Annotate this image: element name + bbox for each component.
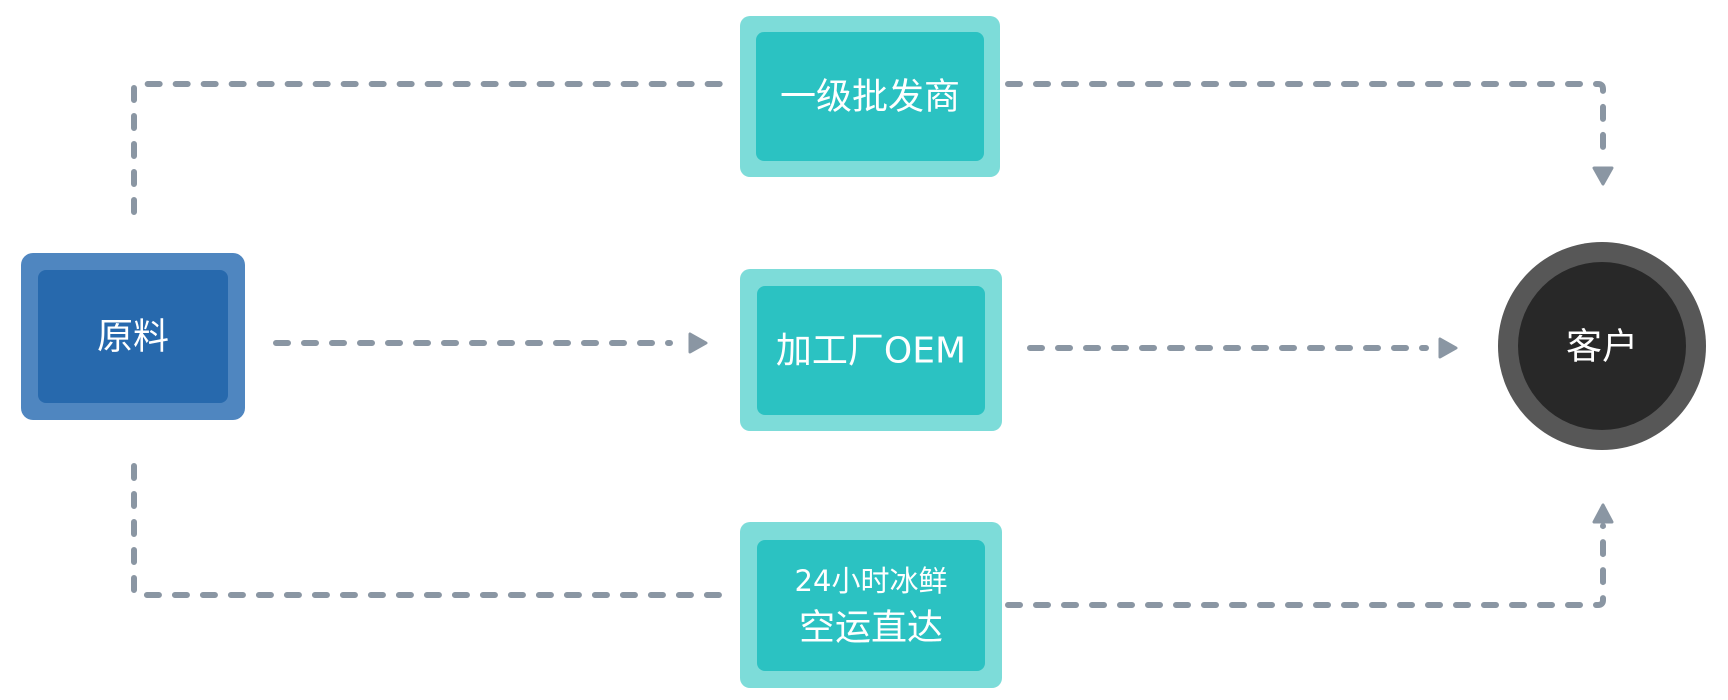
arrowhead-up-icon xyxy=(1592,503,1614,524)
node-wholesaler-inner xyxy=(756,32,984,161)
node-air-freight-label-line2: 空运直达 xyxy=(799,608,943,649)
node-customer-inner xyxy=(1518,262,1686,430)
node-air-freight-label-line1: 24小时冰鲜 xyxy=(795,564,948,598)
node-customer-label: 客户 xyxy=(1566,327,1638,368)
node-factory-label: 加工厂OEM xyxy=(776,331,966,372)
arrowhead-down-icon xyxy=(1592,166,1614,186)
connector-raw-to-air-freight xyxy=(131,463,731,598)
node-raw-material-inner xyxy=(38,270,228,403)
connector-raw-to-wholesaler xyxy=(131,81,723,215)
node-customer: 客户 xyxy=(1498,242,1706,450)
node-wholesaler-label: 一级批发商 xyxy=(780,77,960,118)
node-air-freight-inner xyxy=(757,540,985,671)
node-raw-material-label: 原料 xyxy=(97,317,169,358)
connector-air-freight-to-customer xyxy=(1005,503,1614,608)
node-raw-material: 原料 xyxy=(21,253,245,420)
node-wholesaler: 一级批发商 xyxy=(740,16,1000,177)
connector-raw-to-factory xyxy=(273,332,708,354)
node-factory-inner xyxy=(757,286,985,415)
connector-wholesaler-to-customer xyxy=(1005,81,1614,186)
arrowhead-right-icon xyxy=(688,332,708,354)
arrowhead-right-icon xyxy=(1438,337,1458,359)
node-factory: 加工厂OEM xyxy=(740,269,1002,431)
node-air-freight: 24小时冰鲜 空运直达 xyxy=(740,522,1002,688)
connector-factory-to-customer xyxy=(1027,337,1458,359)
